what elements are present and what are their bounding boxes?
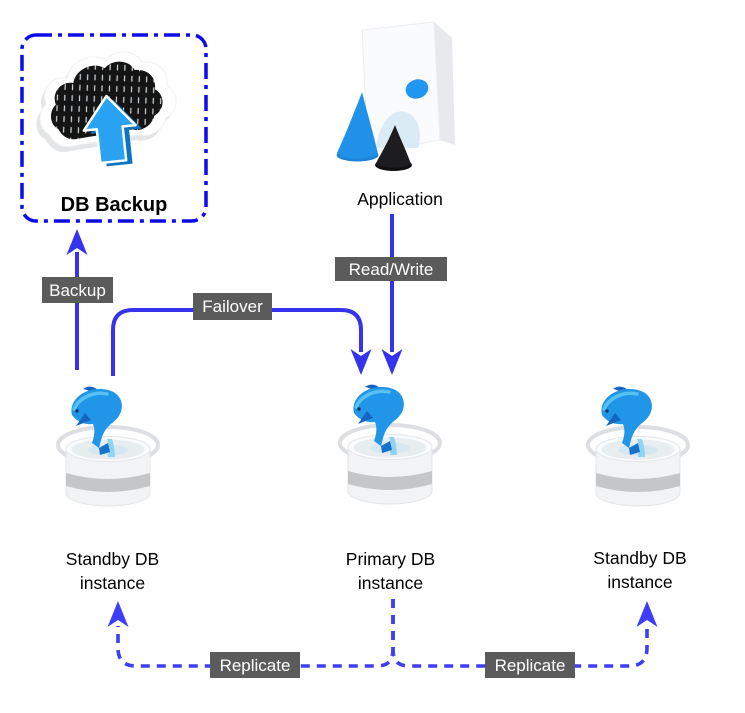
upload-arrow-front xyxy=(82,94,137,165)
db-backup-label: DB Backup xyxy=(60,193,168,216)
app-box-3d-icon xyxy=(336,21,455,171)
standby-right-label-line1: Standby DB xyxy=(593,548,687,568)
standby-left-label: Standby DB instance xyxy=(52,545,173,597)
replicate-left-edge-label: Replicate xyxy=(210,652,300,678)
replicate-right-arrow xyxy=(391,599,658,668)
mysql-dolphin-db-icon xyxy=(56,384,160,508)
standby-left-label-line2: instance xyxy=(79,573,146,593)
mysql-dolphin-db-icon xyxy=(586,384,690,508)
mysql-dolphin-db-icon xyxy=(338,382,442,506)
backup-arrow xyxy=(66,229,88,370)
standby-right-label-line2: instance xyxy=(607,572,673,592)
application-label: Application xyxy=(347,187,453,211)
primary-label: Primary DB instance xyxy=(333,546,448,596)
read-write-edge-label: Read/Write xyxy=(335,257,447,281)
db-backup-box-border xyxy=(20,33,208,223)
backup-edge-label: Backup xyxy=(42,277,113,303)
cloud-upload-icon xyxy=(36,51,177,167)
standby-left-label-line1: Standby DB xyxy=(65,549,160,569)
blue-cone xyxy=(336,92,379,162)
primary-label-line2: instance xyxy=(357,573,424,593)
standby-right-label: Standby DB instance xyxy=(580,543,700,597)
primary-label-line1: Primary DB xyxy=(345,549,436,569)
app-dot xyxy=(405,79,429,99)
replicate-right-edge-label: Replicate xyxy=(485,652,575,678)
black-cone xyxy=(375,125,412,171)
read-write-arrow xyxy=(381,214,403,375)
failover-edge-label: Failover xyxy=(193,293,272,320)
